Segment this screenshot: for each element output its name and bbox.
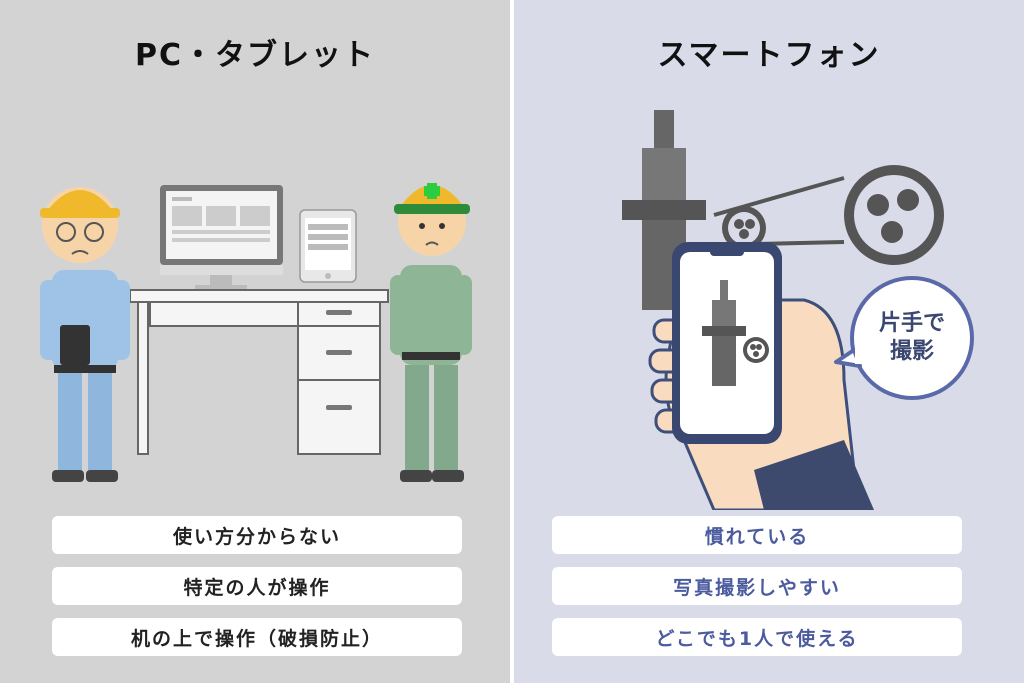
panel-divider: [510, 0, 514, 683]
pc-point-1: 使い方分からない: [52, 516, 462, 554]
office-workers-desk-illustration: [40, 183, 472, 482]
desktop-monitor-icon: [160, 185, 283, 290]
bubble-text-line1: 片手で: [879, 311, 945, 336]
speech-bubble-icon: [834, 276, 974, 400]
tablet-icon: [299, 209, 357, 283]
smartphone-point-3: どこでも1人で使える: [552, 618, 962, 656]
smartphone-point-1: 慣れている: [552, 516, 962, 554]
bubble-text-line2: 撮影: [890, 338, 934, 364]
smartphone-panel: スマートフォン: [514, 0, 1024, 683]
smartphone-icon: [672, 242, 782, 444]
pc-point-2: 特定の人が操作: [52, 567, 462, 605]
smartphone-title: スマートフォン: [657, 38, 881, 73]
pc-tablet-title: PC・タブレット: [134, 38, 375, 73]
green-worker-icon: [390, 183, 472, 482]
desk-icon: [129, 289, 389, 455]
smartphone-photo-illustration: 片手で 撮影: [622, 110, 974, 510]
pc-point-3: 机の上で操作（破損防止）: [52, 618, 462, 656]
smartphone-point-2: 写真撮影しやすい: [552, 567, 962, 605]
pc-tablet-panel: PC・タブレット: [0, 0, 510, 683]
blue-worker-icon: [40, 187, 130, 482]
